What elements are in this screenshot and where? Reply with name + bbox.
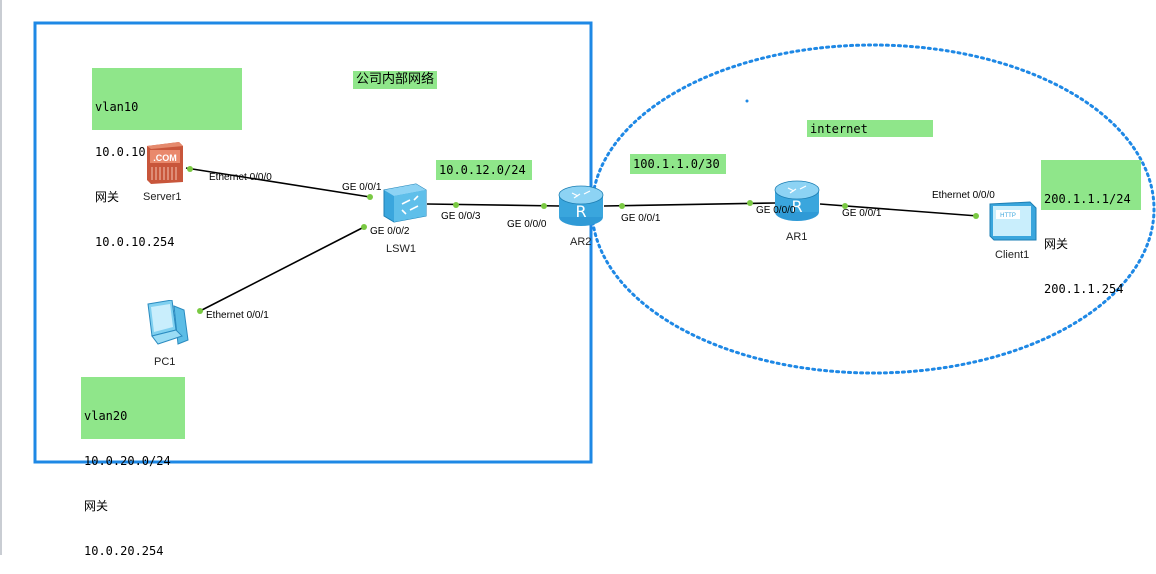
- link-ar2-ar1[interactable]: [603, 202, 776, 207]
- port-label-pc1-eth: Ethernet 0/0/1: [206, 310, 269, 321]
- port-dot: [747, 200, 753, 206]
- port-dot: [187, 166, 193, 172]
- vlan10-note-line: 网关: [95, 190, 120, 204]
- port-label-ar2-ge0: GE 0/0/0: [507, 219, 547, 230]
- port-dot: [842, 203, 848, 209]
- http-client-icon: HTTP: [989, 201, 1037, 241]
- svg-text:HTTP: HTTP: [1000, 213, 1016, 219]
- internet-area-title: internet: [807, 120, 933, 137]
- port-label-server1-eth: Ethernet 0/0/0: [209, 172, 272, 183]
- stray-dot: [745, 99, 749, 103]
- router-icon: R: [774, 180, 820, 221]
- vlan20-note[interactable]: vlan20 10.0.20.0/24 网关 10.0.20.254: [81, 377, 185, 558]
- server-icon: .COM: [147, 142, 183, 184]
- vlan20-note-line: 10.0.20.0/24: [84, 454, 171, 468]
- subnet-ar2-ar1-note[interactable]: 100.1.1.0/30: [630, 154, 726, 174]
- router-icon: R: [558, 185, 604, 226]
- vlan10-note[interactable]: vlan10 10.0.10.0/24 网关 10.0.10.254: [92, 68, 242, 249]
- client-note-line: 200.1.1.254: [1044, 282, 1124, 296]
- port-dot: [973, 213, 979, 219]
- client-note[interactable]: 200.1.1.1/24 网关 200.1.1.254: [1041, 160, 1141, 296]
- server1-device[interactable]: .COM: [143, 140, 187, 186]
- vlan20-note-line: 网关: [84, 499, 109, 513]
- port-label-ar1-ge1: GE 0/0/1: [842, 208, 882, 219]
- port-label-lsw1-ge1: GE 0/0/1: [342, 182, 382, 193]
- ar1-label: AR1: [786, 231, 808, 243]
- client-note-line: 网关: [1044, 237, 1069, 251]
- client1-label: Client1: [995, 249, 1030, 261]
- svg-text:.COM: .COM: [153, 153, 177, 163]
- vlan10-note-line: vlan10: [95, 100, 139, 114]
- link-lsw1-ar2[interactable]: [426, 203, 561, 207]
- pc1-device[interactable]: [138, 299, 190, 348]
- svg-text:R: R: [575, 202, 586, 221]
- port-dot: [453, 202, 459, 208]
- company-area-frame[interactable]: [33, 21, 593, 464]
- ar2-device[interactable]: R: [556, 183, 606, 229]
- port-label-lsw1-ge2: GE 0/0/2: [370, 226, 410, 237]
- server1-label: Server1: [143, 191, 182, 203]
- client-note-line: 200.1.1.1/24: [1044, 192, 1131, 206]
- link-pc1-lsw1[interactable]: [199, 225, 367, 312]
- port-label-client1-eth: Ethernet 0/0/0: [932, 190, 995, 201]
- port-label-ar1-ge0: GE 0/0/0: [756, 205, 796, 216]
- link-server1-lsw1[interactable]: [185, 167, 371, 198]
- lsw1-device[interactable]: [380, 180, 428, 224]
- switch-icon: [383, 183, 427, 223]
- port-label-ar2-ge1: GE 0/0/1: [621, 213, 661, 224]
- port-dot: [367, 194, 373, 200]
- ar1-device[interactable]: R: [772, 178, 822, 224]
- lsw1-label: LSW1: [386, 243, 416, 255]
- port-dot: [361, 224, 367, 230]
- vlan20-note-line: vlan20: [84, 409, 128, 423]
- vlan20-note-line: 10.0.20.254: [84, 544, 164, 558]
- client1-device[interactable]: HTTP: [986, 200, 1038, 242]
- ar2-label: AR2: [570, 236, 592, 248]
- company-area-title: 公司内部网络: [353, 71, 438, 89]
- port-dot: [541, 203, 547, 209]
- pc1-label: PC1: [154, 356, 176, 368]
- subnet-lsw-ar2-note[interactable]: 10.0.12.0/24: [436, 160, 532, 180]
- vlan10-note-line: 10.0.10.254: [95, 235, 175, 249]
- pc-icon: [147, 299, 189, 345]
- svg-text:R: R: [791, 197, 802, 216]
- port-dot: [197, 308, 203, 314]
- port-dot: [619, 203, 625, 209]
- port-label-lsw1-ge3: GE 0/0/3: [441, 211, 481, 222]
